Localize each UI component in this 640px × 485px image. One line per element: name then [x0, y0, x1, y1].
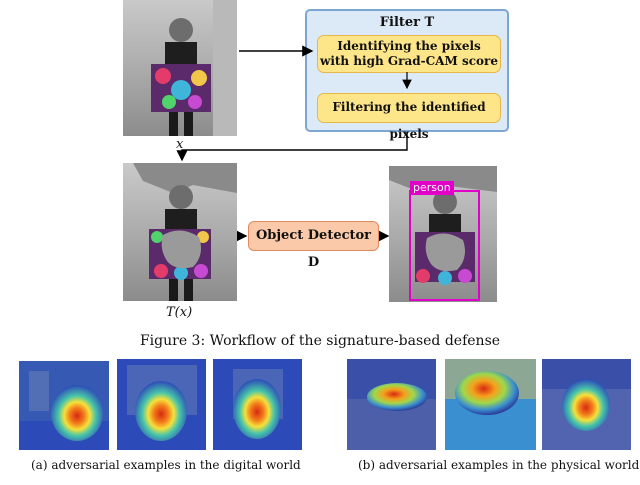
object-detector-label: Object Detector D [255, 228, 372, 270]
step-filter-label: Filtering the identified pixels [332, 100, 486, 141]
filter-title: Filter T [379, 15, 435, 30]
heatmap-digital-1 [19, 361, 109, 450]
step-filter-pixels: Filtering the identified pixels [317, 93, 501, 141]
input-photo [123, 0, 237, 136]
heatmap-physical-2 [445, 359, 536, 450]
step-identify-pixels: Identifying the pixels with high Grad-CA… [317, 35, 501, 73]
heatmap-physical-3 [542, 359, 631, 450]
heatmap-digital-3 [213, 359, 302, 450]
heatmap-digital-2 [117, 359, 206, 450]
heatmap-physical-1 [347, 359, 436, 450]
detection-class-label: person [410, 181, 454, 195]
subcaption-digital: (a) adversarial examples in the digital … [31, 458, 301, 472]
step-identify-line1: Identifying the pixels [337, 39, 481, 53]
transformed-label: T(x) [166, 305, 193, 320]
detection-output-photo [389, 166, 497, 302]
object-detector-box: Object Detector D [248, 221, 379, 270]
flow-arrows [176, 45, 412, 242]
figure-caption: Figure 3: Workflow of the signature-base… [139, 333, 501, 349]
step-identify-line2: with high Grad-CAM score [320, 54, 498, 68]
filter-box: Filter T Identifying the pixels with hig… [305, 9, 509, 141]
transformed-photo [123, 163, 237, 301]
input-label: x [176, 137, 184, 152]
subcaption-physical: (b) adversarial examples in the physical… [358, 458, 640, 472]
